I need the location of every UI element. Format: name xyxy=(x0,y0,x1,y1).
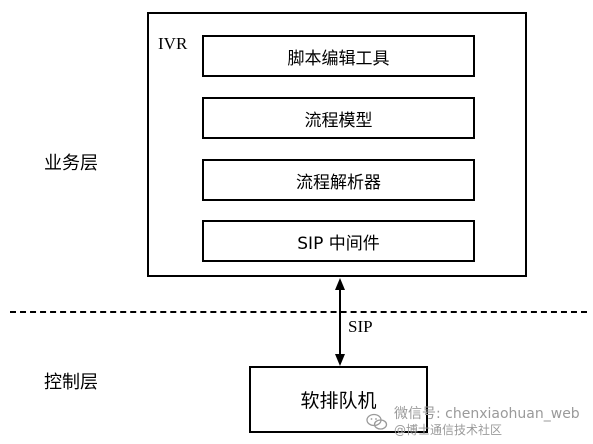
business-layer-label: 业务层 xyxy=(44,153,98,174)
bidirectional-arrow xyxy=(335,278,345,366)
ivr-container xyxy=(147,12,527,277)
wechat-icon xyxy=(366,413,388,430)
watermark-community: @博士通信技术社区 xyxy=(394,423,503,437)
ivr-label: IVR xyxy=(158,34,188,53)
control-layer-label: 控制层 xyxy=(44,372,98,393)
watermark-wechat-id: 微信号: chenxiaohuan_web xyxy=(394,406,580,422)
module-label: 流程模型 xyxy=(304,110,373,131)
module-label: SIP 中间件 xyxy=(297,233,380,254)
module-sip-middleware: SIP 中间件 xyxy=(202,220,475,262)
sip-link-label: SIP xyxy=(348,317,373,336)
module-script-editor: 脚本编辑工具 xyxy=(202,35,475,77)
module-flow-model: 流程模型 xyxy=(202,97,475,139)
soft-queue-label: 软排队机 xyxy=(300,390,377,412)
module-label: 流程解析器 xyxy=(296,172,381,193)
module-label: 脚本编辑工具 xyxy=(287,48,390,69)
soft-queue-box: 软排队机 xyxy=(249,366,428,433)
layer-separator xyxy=(10,311,587,313)
watermark: 微信号: chenxiaohuan_web @博士通信技术社区 xyxy=(366,406,580,438)
module-flow-parser: 流程解析器 xyxy=(202,159,475,201)
